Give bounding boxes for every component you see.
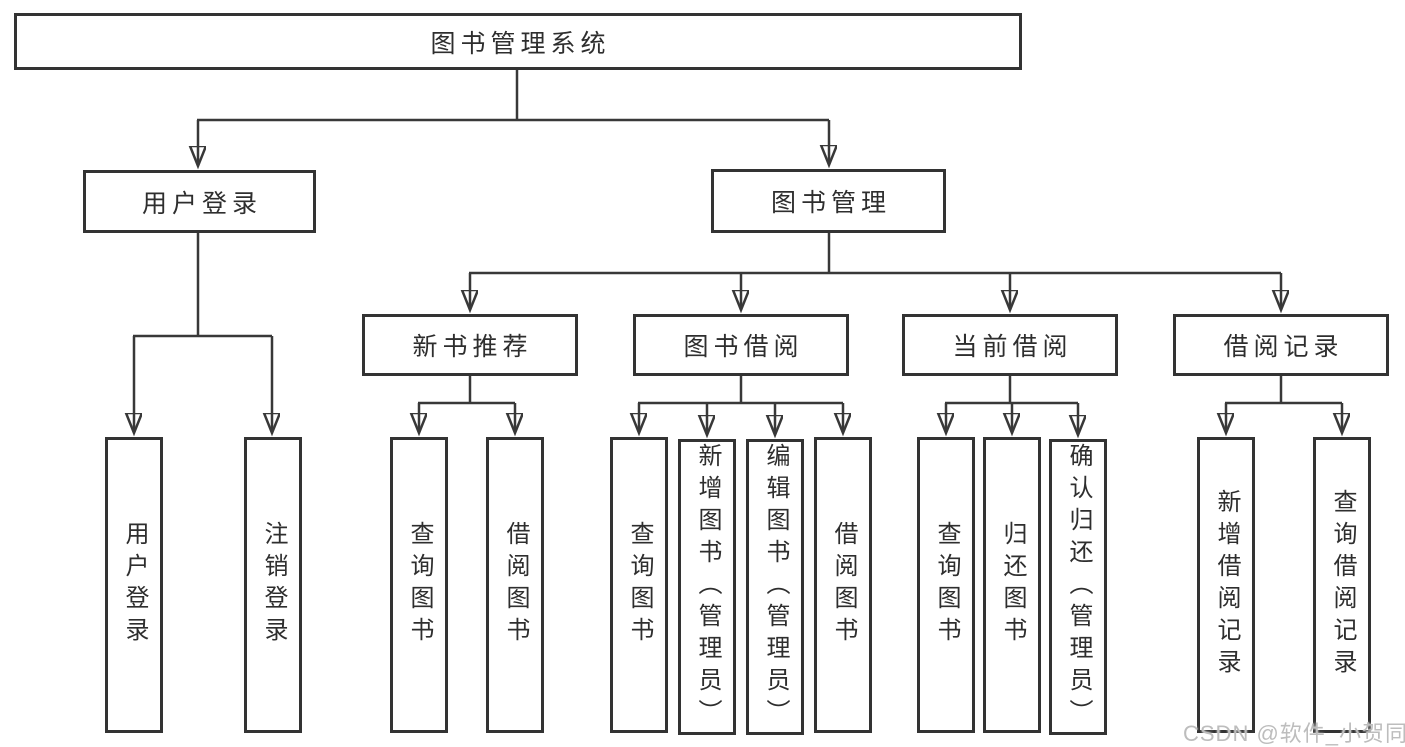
leaf-label: 新增借阅记录 [1213, 489, 1240, 681]
leaf-query-borrow-record: 查询借阅记录 [1313, 437, 1371, 733]
node-new-book-recommend: 新书推荐 [362, 314, 578, 376]
node-label: 用户登录 [141, 189, 262, 218]
node-library-management-system: 图书管理系统 [14, 13, 1022, 70]
leaf-borrow-books-borrow: 借阅图书 [814, 437, 872, 733]
node-current-borrow: 当前借阅 [902, 314, 1118, 376]
leaf-label: 确认归还（管理员） [1065, 443, 1092, 731]
leaf-label: 用户登录 [121, 521, 148, 649]
leaf-confirm-return-admin: 确认归还（管理员） [1049, 439, 1107, 735]
leaf-label: 新增图书（管理员） [694, 443, 721, 731]
leaf-label: 查询图书 [933, 521, 960, 649]
node-label: 借阅记录 [1223, 333, 1344, 361]
node-book-borrow: 图书借阅 [633, 314, 849, 376]
leaf-label: 借阅图书 [502, 521, 529, 649]
watermark: CSDN @软件_小贺同学 [1183, 721, 1405, 746]
leaf-label: 查询图书 [406, 521, 433, 649]
node-label: 当前借阅 [952, 333, 1073, 361]
node-label: 图书管理系统 [430, 29, 611, 58]
leaf-user-login: 用户登录 [105, 437, 163, 733]
leaf-label: 注销登录 [260, 521, 287, 649]
node-borrow-record: 借阅记录 [1173, 314, 1389, 376]
leaf-logout: 注销登录 [244, 437, 302, 733]
node-book-management: 图书管理 [711, 169, 946, 233]
node-label: 图书管理 [770, 189, 891, 217]
leaf-query-books-recommend: 查询图书 [390, 437, 448, 733]
leaf-borrow-books-recommend: 借阅图书 [486, 437, 544, 733]
leaf-add-borrow-record: 新增借阅记录 [1197, 437, 1255, 733]
leaf-label: 查询图书 [626, 521, 653, 649]
leaf-label: 归还图书 [999, 521, 1026, 649]
node-label: 新书推荐 [412, 333, 533, 361]
leaf-add-book-admin: 新增图书（管理员） [678, 439, 736, 735]
leaf-edit-book-admin: 编辑图书（管理员） [746, 439, 804, 735]
leaf-query-books-current: 查询图书 [917, 437, 975, 733]
leaf-return-books: 归还图书 [983, 437, 1041, 733]
leaf-label: 查询借阅记录 [1329, 489, 1356, 681]
node-user-login: 用户登录 [83, 170, 316, 233]
leaf-label: 借阅图书 [830, 521, 857, 649]
leaf-label: 编辑图书（管理员） [762, 443, 789, 731]
leaf-query-books-borrow: 查询图书 [610, 437, 668, 733]
node-label: 图书借阅 [683, 333, 804, 361]
